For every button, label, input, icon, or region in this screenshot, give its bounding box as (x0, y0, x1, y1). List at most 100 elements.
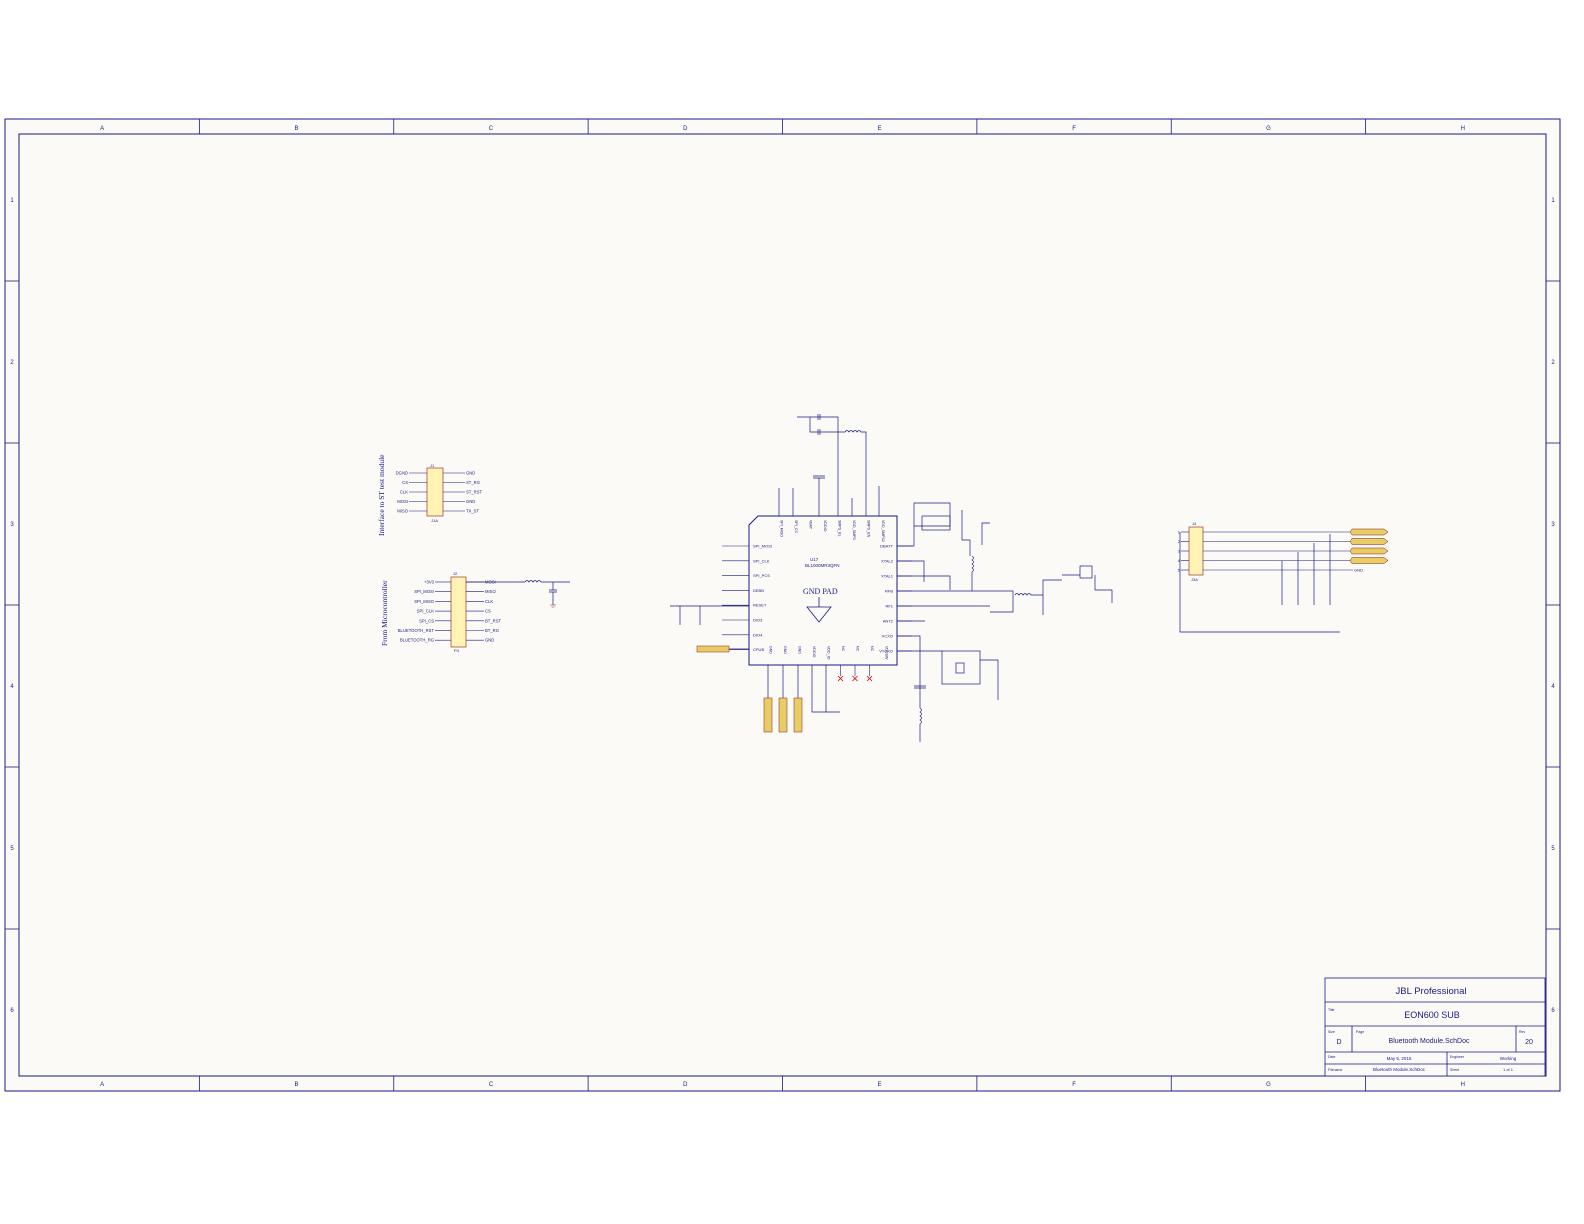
pin-net-label: CS (402, 480, 408, 485)
ic-pin-label: VDD_SMPS (852, 520, 856, 540)
ic-pin-label: DEBB (753, 588, 764, 593)
ic-pin-label: XTAL2 (881, 559, 894, 564)
ic-pin-label: SPI_MOSI (753, 544, 772, 549)
ic-pin-label: VCXO (882, 634, 893, 639)
rev-caption: Rev (1519, 1030, 1525, 1034)
pin-net-label: CS (485, 609, 491, 614)
crystal-can (921, 515, 951, 531)
pin-net-label: GND (466, 471, 475, 476)
row-marker-right: 5 (1551, 846, 1555, 852)
uart-pullup-resistors (1179, 532, 1340, 633)
supply-inductor (844, 430, 867, 516)
test-pad-1 (763, 697, 773, 733)
ic-pin-label: VDDIO (823, 520, 827, 532)
page-caption: Page (1356, 1030, 1364, 1034)
pin-net-label: GND (466, 499, 475, 504)
filename-value: Bluetooth Module.SchDoc (1373, 1067, 1426, 1072)
pin-net-label: SPI_MISO (414, 599, 435, 604)
uart-port-flag (1349, 538, 1389, 545)
ic-pin-label: NC (841, 646, 845, 652)
micro-annotation: From Microcontroller (380, 580, 389, 646)
filter-ground (550, 604, 556, 608)
j3-footer: J3A (1191, 577, 1198, 582)
title-company: JBL Professional (1396, 986, 1467, 997)
ic-pin-label: NC (855, 646, 859, 652)
column-marker-top: B (295, 126, 299, 132)
ic-pin-label: DBATT (880, 544, 893, 549)
ic-pin-label: RF1 (885, 604, 893, 609)
ic-pin-label: VDD_SMPS2 (881, 520, 885, 542)
j3-designator: J4 (1192, 521, 1197, 526)
document-name: Bluetooth Module.SchDoc (1389, 1038, 1470, 1045)
pin-net-label: DGND (396, 471, 408, 476)
pin-net-label: BLUETOOTH_RG (400, 638, 434, 643)
pin-net-label: SPI_CLK (417, 609, 434, 614)
j2-designator: J2 (453, 571, 458, 576)
column-marker-bottom: A (100, 1082, 104, 1088)
ic-pin-label: SPI_PCS (753, 573, 770, 578)
uart-port-flag (1349, 557, 1389, 564)
title-block: JBL Professional Title EON600 SUB Size D… (1324, 977, 1546, 1077)
column-marker-top: D (683, 126, 688, 132)
title-caption: Title (1328, 1008, 1335, 1012)
revision-value: 20 (1525, 1039, 1533, 1046)
filter-capacitor (549, 589, 557, 605)
row-marker-right: 3 (1551, 522, 1555, 528)
column-marker-top: F (1072, 126, 1076, 132)
pin-net-label: BT_RST (485, 618, 501, 623)
ic-part-number: BL1000MR3QFN (805, 563, 840, 568)
ic-gnd-pad-label: GND PAD (803, 587, 838, 596)
j2-body (450, 576, 467, 648)
pin-net-label: MISO (397, 509, 408, 514)
pin-net-label: CLK (485, 599, 493, 604)
ic-designator: U17 (810, 557, 819, 562)
size-caption: Size (1328, 1030, 1335, 1034)
micro-connector: From Microcontroller J2 P4 +3V3SPI_MOSIS… (380, 571, 570, 653)
pin-net-label: TX_ST (466, 509, 479, 514)
sheet-caption: Sheet (1450, 1068, 1459, 1072)
title-value: EON600 SUB (1404, 1010, 1460, 1020)
ic-pin-label: VTCXO (879, 649, 893, 654)
column-marker-bottom: B (295, 1082, 299, 1088)
test-pad-2 (778, 697, 788, 733)
ic-pin-label: SMPS_EL (837, 520, 841, 537)
j2-footer: P4 (454, 648, 460, 653)
date-caption: Date (1328, 1055, 1335, 1059)
pin-net-label: ST_RG (466, 480, 480, 485)
j1-body (426, 467, 444, 517)
pin-net-label: SPI_CS (419, 618, 434, 623)
test-pad-network (670, 605, 840, 733)
ic-pin-label: GND (768, 646, 772, 654)
column-marker-top: H (1461, 126, 1465, 132)
j1-designator: J1 (430, 463, 435, 468)
column-marker-bottom: F (1072, 1082, 1076, 1088)
rf-inductor-2 (1014, 579, 1062, 596)
pin-net-label: 3 (1178, 549, 1181, 554)
ic-pin-label: SMPS_EN (866, 520, 870, 538)
no-connect-mark (866, 675, 873, 682)
pin-net-label: BLUETOOTH_RST (398, 628, 435, 633)
row-marker-left: 1 (10, 198, 14, 204)
row-marker-left: 4 (10, 684, 14, 690)
ic-pin-label: VDD_IO (826, 646, 830, 660)
ic-pin-label: DIO3 (753, 618, 763, 623)
ic-pin-label: GND (797, 646, 801, 654)
tcxo-oscillator (941, 650, 981, 685)
ic-pin-label: SPI_CS (794, 520, 798, 533)
ic-gnd-pad-symbol (806, 597, 832, 623)
ic-pin-label: NC (870, 646, 874, 652)
ferrite-filter-wire (466, 581, 570, 590)
pin-net-label: 5 (1178, 568, 1181, 573)
pin-net-label: +3V3 (424, 580, 435, 585)
port-flag-left (696, 645, 730, 653)
ic-pin-label: GND (783, 646, 787, 654)
row-marker-left: 3 (10, 522, 14, 528)
pin-net-label: MISO (485, 589, 496, 594)
pin-net-label: 4 (1178, 558, 1181, 563)
ic-pin-label: RFB (885, 589, 893, 594)
ic-pin-label: SPI_MISO (779, 520, 783, 537)
ic-body (748, 515, 898, 666)
